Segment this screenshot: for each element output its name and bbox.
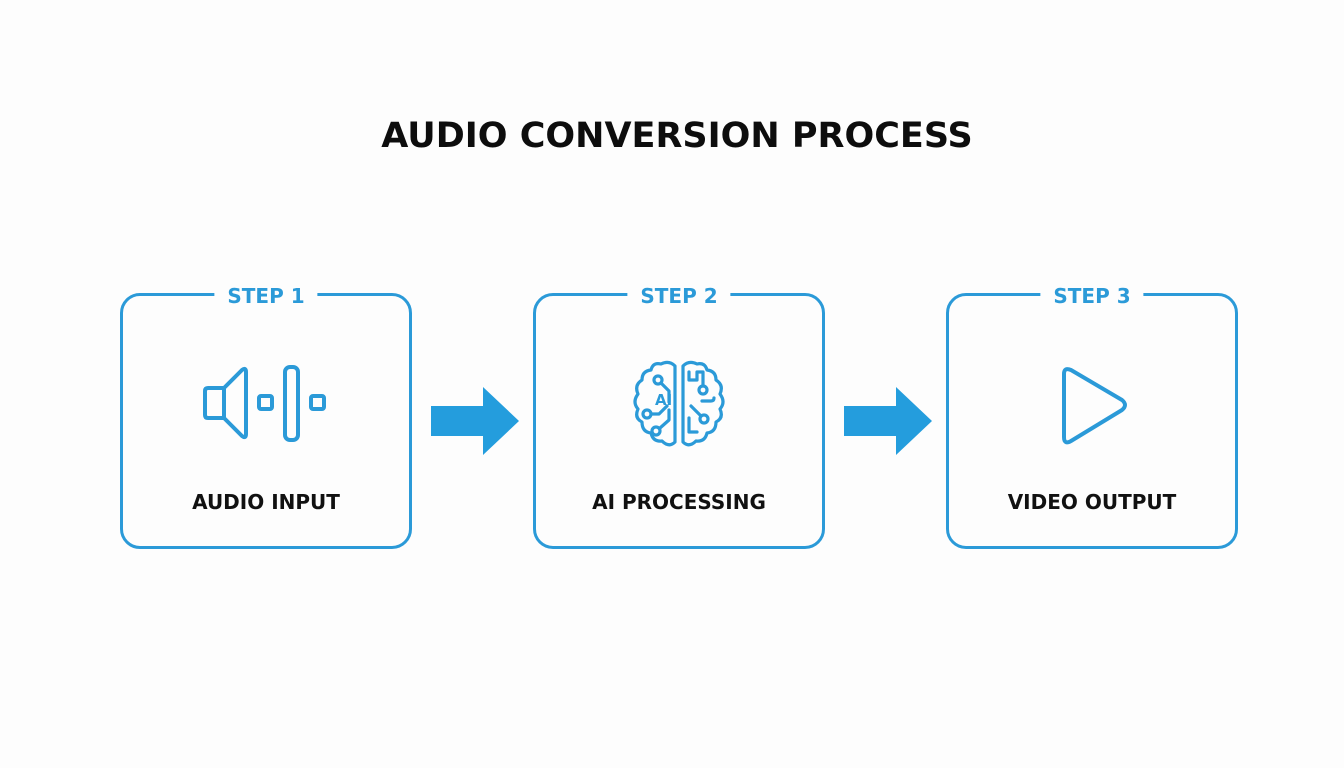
step-3-box: STEP 3 VIDEO OUTPUT bbox=[946, 282, 1238, 549]
ai-brain-icon: AI bbox=[633, 360, 725, 447]
step-3-caption: VIDEO OUTPUT bbox=[1007, 490, 1177, 514]
step-1-label: STEP 1 bbox=[214, 282, 318, 310]
ai-label: AI bbox=[655, 391, 672, 409]
step-2-caption: AI PROCESSING bbox=[592, 490, 766, 514]
arrow-right-icon bbox=[431, 387, 519, 455]
step-1-caption: AUDIO INPUT bbox=[192, 490, 340, 514]
step-2-label: STEP 2 bbox=[627, 282, 731, 310]
arrow-right-icon bbox=[844, 387, 932, 455]
step-3-label: STEP 3 bbox=[1040, 282, 1144, 310]
step-1-box: STEP 1 AUDIO INPUT bbox=[120, 282, 412, 549]
play-icon bbox=[1062, 367, 1127, 445]
diagram-title: AUDIO CONVERSION PROCESS bbox=[381, 116, 973, 156]
speaker-waveform-icon bbox=[203, 365, 326, 442]
step-2-box: STEP 2 AI AI PROCESSING bbox=[533, 282, 825, 549]
